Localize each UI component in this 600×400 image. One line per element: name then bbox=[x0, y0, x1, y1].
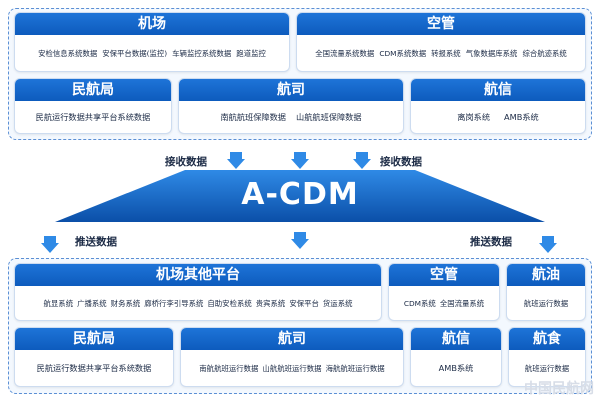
receive-data-label-right: 接收数据 bbox=[380, 156, 422, 168]
bottom-airline-card: 航司 南航航班运行数据 山航航班运行数据 海航航班运行数据 bbox=[180, 327, 404, 387]
bottom-airline-item: 山航航班运行数据 bbox=[262, 363, 322, 373]
bottom-airport-other-item: 贵宾系统 bbox=[255, 298, 286, 308]
push-arrow-icon bbox=[539, 236, 557, 253]
top-caac-items: 民航运行数据共享平台系统数据 bbox=[15, 101, 171, 133]
acdm-core-band: A-CDM bbox=[55, 170, 545, 222]
push-arrow-icon bbox=[291, 232, 309, 249]
bottom-fuel-title: 航油 bbox=[507, 264, 585, 286]
receive-arrow-icon bbox=[291, 152, 309, 169]
bottom-caac-title: 民航局 bbox=[15, 328, 173, 350]
bottom-atc-card: 空管 CDM系统 全国流量系统 bbox=[388, 263, 500, 321]
bottom-fuel-item: 航班运行数据 bbox=[523, 298, 569, 308]
top-airline-items: 南航航班保障数据 山航航班保障数据 bbox=[179, 101, 403, 133]
bottom-catering-title: 航食 bbox=[509, 328, 585, 350]
bottom-airport-other-item: 航显系统 bbox=[43, 298, 74, 308]
top-caac-title: 民航局 bbox=[15, 79, 171, 101]
bottom-airport-other-item: 财务系统 bbox=[110, 298, 141, 308]
bottom-airport-other-item: 安保平台 bbox=[289, 298, 319, 308]
bottom-fuel-card: 航油 航班运行数据 bbox=[506, 263, 586, 321]
receive-arrow-icon bbox=[353, 152, 371, 169]
bottom-atc-item: CDM系统 bbox=[403, 298, 436, 308]
top-atc-title: 空管 bbox=[297, 13, 585, 35]
bottom-catering-card: 航食 航班运行数据 bbox=[508, 327, 586, 387]
top-atc-card: 空管 全国流量系统数据 CDM系统数据 转报系统 气象数据库系统 综合航迹系统 bbox=[296, 12, 586, 72]
bottom-aviation-info-item: AMB系统 bbox=[438, 363, 474, 373]
bottom-airport-other-items: 航显系统 广播系统 财务系统 廊桥行李引导系统 自助安检系统 贵宾系统 安保平台… bbox=[15, 286, 381, 320]
receive-data-label-left: 接收数据 bbox=[165, 156, 207, 168]
top-airline-title: 航司 bbox=[179, 79, 403, 101]
top-caac-card: 民航局 民航运行数据共享平台系统数据 bbox=[14, 78, 172, 134]
top-atc-item: 全国流量系统数据 bbox=[315, 48, 375, 58]
bottom-airline-items: 南航航班运行数据 山航航班运行数据 海航航班运行数据 bbox=[181, 350, 403, 386]
bottom-airline-title: 航司 bbox=[181, 328, 403, 350]
bottom-airport-other-item: 自助安检系统 bbox=[207, 298, 252, 308]
bottom-catering-items: 航班运行数据 bbox=[509, 350, 585, 386]
bottom-airport-other-item: 廊桥行李引导系统 bbox=[144, 298, 204, 308]
top-atc-item: 综合航迹系统 bbox=[522, 48, 567, 58]
top-airport-item: 安检信息系统数据 bbox=[38, 48, 98, 58]
bottom-airport-other-card: 机场其他平台 航显系统 广播系统 财务系统 廊桥行李引导系统 自助安检系统 贵宾… bbox=[14, 263, 382, 321]
push-data-label-left: 推送数据 bbox=[75, 236, 117, 248]
bottom-caac-items: 民航运行数据共享平台系统数据 bbox=[15, 350, 173, 386]
top-airport-item: 车辆监控系统数据 bbox=[172, 48, 232, 58]
top-airport-title: 机场 bbox=[15, 13, 289, 35]
bottom-airport-other-title: 机场其他平台 bbox=[15, 264, 381, 286]
bottom-caac-item: 民航运行数据共享平台系统数据 bbox=[36, 363, 152, 373]
top-airline-card: 航司 南航航班保障数据 山航航班保障数据 bbox=[178, 78, 404, 134]
bottom-aviation-info-items: AMB系统 bbox=[411, 350, 501, 386]
top-aviation-info-title: 航信 bbox=[411, 79, 585, 101]
top-aviation-info-item: 离岗系统 bbox=[457, 112, 491, 122]
bottom-fuel-items: 航班运行数据 bbox=[507, 286, 585, 320]
top-airport-item: 跑道监控 bbox=[236, 48, 266, 58]
top-airport-items: 安检信息系统数据 安保平台数据(监控) 车辆监控系统数据 跑道监控 bbox=[15, 35, 289, 71]
top-airline-item: 山航航班保障数据 bbox=[296, 112, 362, 122]
bottom-catering-item: 航班运行数据 bbox=[524, 363, 570, 373]
bottom-atc-title: 空管 bbox=[389, 264, 499, 286]
acdm-title: A-CDM bbox=[241, 177, 359, 212]
bottom-caac-card: 民航局 民航运行数据共享平台系统数据 bbox=[14, 327, 174, 387]
top-atc-items: 全国流量系统数据 CDM系统数据 转报系统 气象数据库系统 综合航迹系统 bbox=[297, 35, 585, 71]
top-atc-item: 转报系统 bbox=[431, 48, 461, 58]
bottom-aviation-info-title: 航信 bbox=[411, 328, 501, 350]
push-data-label-right: 推送数据 bbox=[470, 236, 512, 248]
watermark: 中国民航网 bbox=[524, 381, 594, 397]
bottom-airport-other-item: 广播系统 bbox=[77, 298, 107, 308]
bottom-airport-other-item: 货运系统 bbox=[322, 298, 353, 308]
top-airport-item: 安保平台数据(监控) bbox=[102, 48, 168, 58]
top-aviation-info-card: 航信 离岗系统 AMB系统 bbox=[410, 78, 586, 134]
bottom-aviation-info-card: 航信 AMB系统 bbox=[410, 327, 502, 387]
push-arrow-icon bbox=[41, 236, 59, 253]
bottom-atc-item: 全国流量系统 bbox=[439, 298, 485, 308]
bottom-airline-item: 海航航班运行数据 bbox=[325, 363, 385, 373]
receive-arrow-icon bbox=[227, 152, 245, 169]
top-atc-item: CDM系统数据 bbox=[379, 48, 427, 58]
bottom-airline-item: 南航航班运行数据 bbox=[199, 363, 259, 373]
top-aviation-info-items: 离岗系统 AMB系统 bbox=[411, 101, 585, 133]
bottom-atc-items: CDM系统 全国流量系统 bbox=[389, 286, 499, 320]
top-aviation-info-item: AMB系统 bbox=[504, 112, 539, 122]
top-atc-item: 气象数据库系统 bbox=[465, 48, 518, 58]
acdm-band-shape bbox=[55, 170, 545, 222]
top-airport-card: 机场 安检信息系统数据 安保平台数据(监控) 车辆监控系统数据 跑道监控 bbox=[14, 12, 290, 72]
top-airline-item: 南航航班保障数据 bbox=[220, 112, 286, 122]
top-caac-item: 民航运行数据共享平台系统数据 bbox=[35, 112, 151, 122]
